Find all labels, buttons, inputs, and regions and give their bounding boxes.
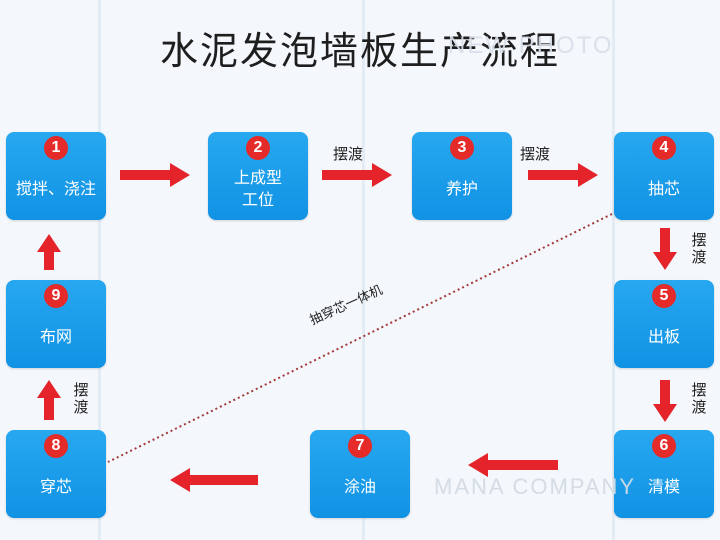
step-number-badge: 5 xyxy=(652,284,676,308)
connector-label-2-3: 摆渡 xyxy=(333,145,364,163)
step-number-badge: 8 xyxy=(44,434,68,458)
arrow-4-to-5 xyxy=(653,228,677,270)
connector-label-4-5: 摆渡 xyxy=(691,231,707,266)
step-4-box: 4 抽芯 xyxy=(614,132,714,220)
arrow-2-to-3 xyxy=(322,163,392,187)
step-number-badge: 3 xyxy=(450,136,474,160)
watermark-top: NEW PHOTO xyxy=(448,32,614,59)
step-label: 上成型 工位 xyxy=(233,168,282,209)
step-7-box: 7 涂油 xyxy=(310,430,410,518)
step-9-box: 9 布网 xyxy=(6,280,106,368)
diagonal-dotted-line xyxy=(107,213,613,463)
connector-label-5-6: 摆渡 xyxy=(691,381,707,416)
connector-label-3-4: 摆渡 xyxy=(520,145,551,163)
step-number-badge: 4 xyxy=(652,136,676,160)
arrow-5-to-6 xyxy=(653,380,677,422)
step-6-box: 6 清模 xyxy=(614,430,714,518)
step-8-box: 8 穿芯 xyxy=(6,430,106,518)
step-number-badge: 7 xyxy=(348,434,372,458)
step-number-badge: 9 xyxy=(44,284,68,308)
step-number-badge: 6 xyxy=(652,434,676,458)
arrow-7-to-8 xyxy=(170,468,258,492)
step-5-box: 5 出板 xyxy=(614,280,714,368)
background-stripe xyxy=(612,0,615,540)
step-number-badge: 1 xyxy=(44,136,68,160)
step-label: 穿芯 xyxy=(39,477,72,496)
arrow-9-to-1 xyxy=(37,234,61,270)
background-stripe xyxy=(98,0,101,540)
step-label: 清模 xyxy=(647,477,680,496)
step-label: 涂油 xyxy=(343,477,376,496)
step-label: 养护 xyxy=(445,179,478,198)
step-2-box: 2 上成型 工位 xyxy=(208,132,308,220)
connector-label-8-9: 摆渡 xyxy=(73,381,89,416)
arrow-6-to-7 xyxy=(468,453,558,477)
arrow-3-to-4 xyxy=(528,163,598,187)
step-label: 抽芯 xyxy=(647,179,680,198)
step-number-badge: 2 xyxy=(246,136,270,160)
background-stripe xyxy=(362,0,365,540)
step-3-box: 3 养护 xyxy=(412,132,512,220)
step-label: 出板 xyxy=(647,327,680,346)
watermark-bottom: MANA COMPANY xyxy=(434,474,637,499)
page-title: 水泥发泡墙板生产流程 xyxy=(159,29,560,73)
step-1-box: 1 搅拌、浇注 xyxy=(6,132,106,220)
arrow-1-to-2 xyxy=(120,163,190,187)
step-label: 搅拌、浇注 xyxy=(15,179,96,198)
step-label: 布网 xyxy=(39,327,72,346)
arrow-8-to-9 xyxy=(37,380,61,420)
